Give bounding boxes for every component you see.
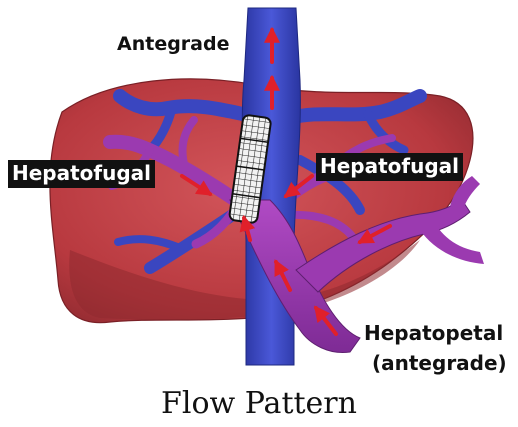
label-hepatopetal-sub: (antegrade) xyxy=(372,352,507,375)
label-hepatofugal-right: Hepatofugal xyxy=(316,153,463,181)
label-hepatopetal: Hepatopetal xyxy=(364,322,503,345)
figure-caption: Flow Pattern xyxy=(0,386,518,421)
label-antegrade: Antegrade xyxy=(117,34,229,56)
label-hepatofugal-left: Hepatofugal xyxy=(8,160,155,188)
